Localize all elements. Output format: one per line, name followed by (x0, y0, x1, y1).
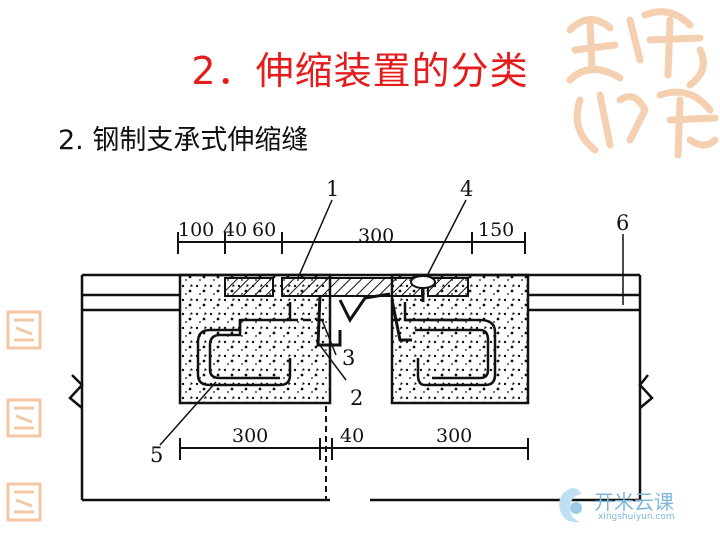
watermark: 开米云课 xingshuiyun.com (552, 482, 712, 532)
expansion-joint-drawing: 100 40 60 300 150 (68, 177, 654, 502)
slide-title: 2．伸缩装置的分类 (191, 49, 529, 93)
side-stamp-icon (6, 482, 42, 522)
callout-3: 3 (342, 346, 355, 370)
callout-4: 4 (460, 177, 473, 201)
dim-top-1: 40 (223, 219, 247, 241)
dim-top-0: 100 (178, 219, 214, 241)
dim-bottom-1: 40 (340, 425, 364, 447)
watermark-domain: xingshuiyun.com (598, 512, 675, 522)
slide-subtitle: 2. 钢制支承式伸缩缝 (58, 125, 309, 156)
dim-bottom-2: 300 (436, 425, 472, 447)
decorative-seal-icon (566, 8, 719, 159)
watermark-brand: 开米云课 (594, 490, 674, 514)
callout-1: 1 (326, 177, 339, 201)
dim-top-2: 60 (252, 219, 276, 241)
callout-2: 2 (350, 386, 363, 410)
callout-6: 6 (616, 211, 629, 235)
dim-bottom-0: 300 (232, 425, 268, 447)
dim-top-4: 150 (478, 219, 514, 241)
side-stamp-icon (6, 398, 42, 438)
side-stamp-icon (6, 310, 42, 350)
dim-top-3: 300 (358, 225, 394, 247)
cloud-logo-icon (559, 488, 582, 523)
callout-5: 5 (150, 443, 163, 467)
